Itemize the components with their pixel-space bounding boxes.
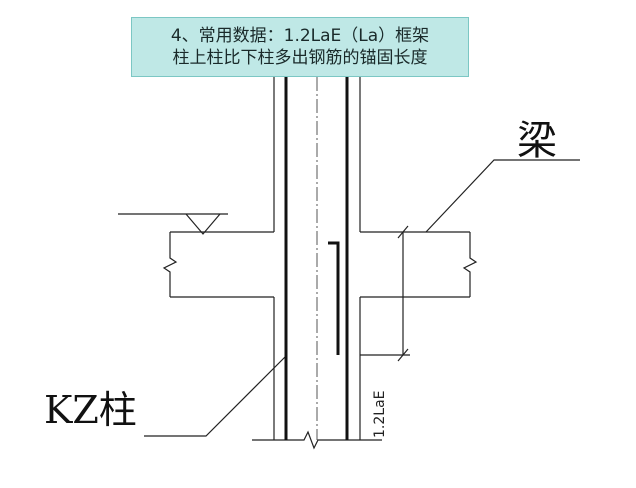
dimension-tick-top: [397, 225, 409, 239]
rebar-upper-column-extra-bar: [328, 241, 340, 355]
dimension-label: 1.2LaE: [372, 391, 388, 439]
beam-leader-line: [425, 159, 580, 233]
beam-label: 梁: [517, 118, 557, 164]
column-label: KZ柱: [44, 388, 137, 432]
caption-box: 4、常用数据：1.2LaE（La）框架 柱上柱比下柱多出钢筋的锚固长度: [131, 17, 469, 77]
left-beam-break-line: [162, 232, 178, 297]
right-beam-break-line: [462, 232, 478, 297]
caption-line-2: 柱上柱比下柱多出钢筋的锚固长度: [172, 48, 428, 68]
column-leader-line: [144, 355, 287, 437]
elevation-marker: [185, 213, 221, 235]
caption-line-1: 4、常用数据：1.2LaE（La）框架: [170, 26, 430, 46]
column-break-line: [252, 430, 382, 450]
